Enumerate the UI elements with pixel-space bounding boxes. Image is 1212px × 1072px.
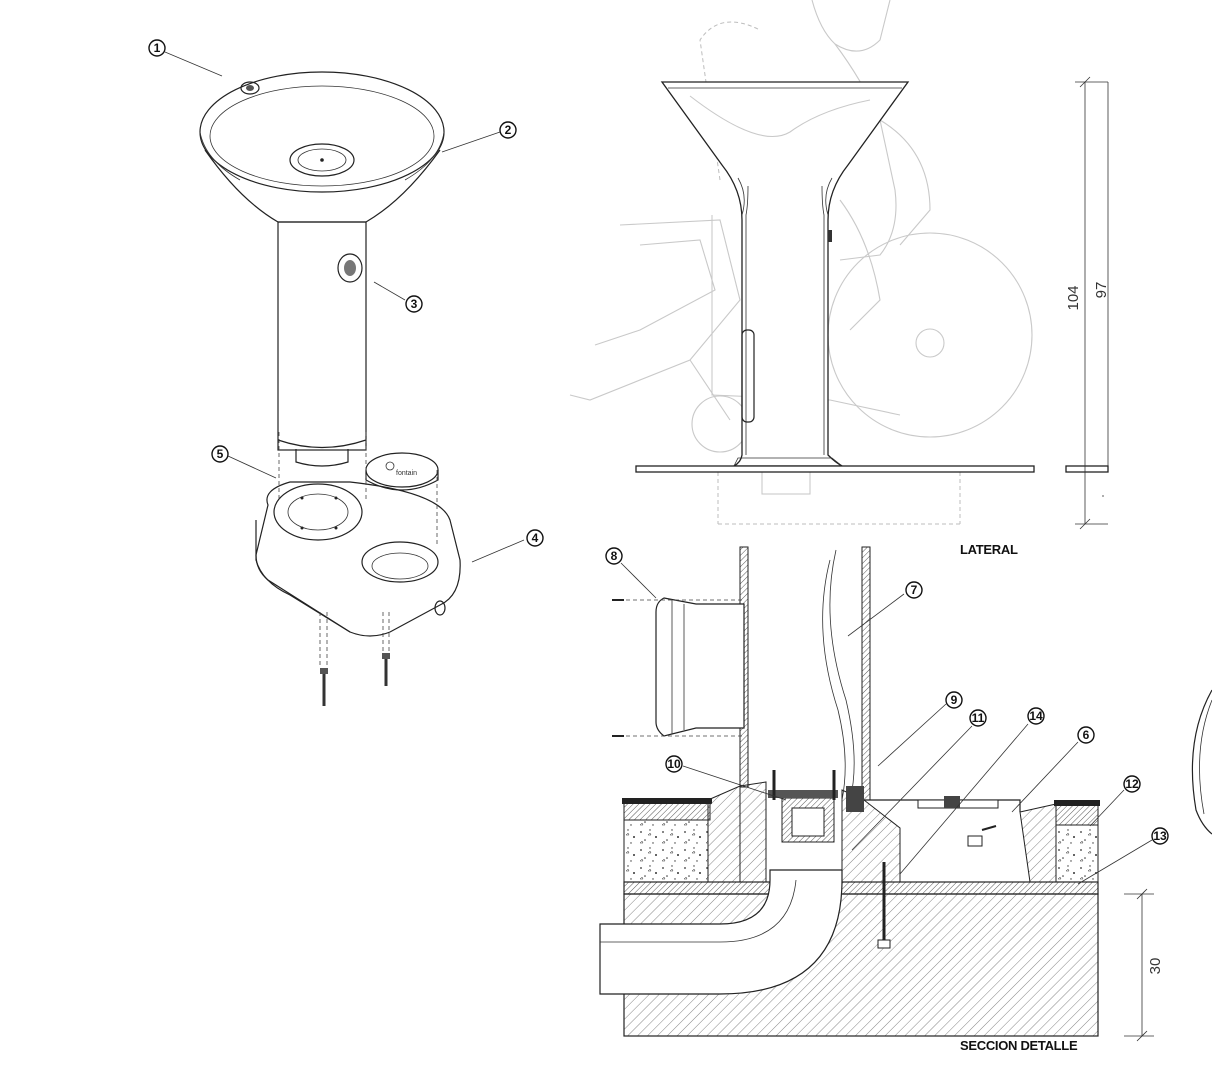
callout-4: 4: [526, 529, 544, 547]
fountain-bowl: [199, 71, 445, 223]
dimension-depth: 30: [1147, 958, 1164, 975]
base-layer: [623, 881, 1099, 895]
callout-1: 1: [148, 39, 166, 57]
dimension-overall: 104: [1065, 285, 1082, 310]
callout-6-label: 6: [1083, 728, 1090, 742]
callout-13-label: 13: [1153, 829, 1167, 843]
callout-10-label: 10: [667, 757, 681, 771]
svg-text:fontain: fontain: [396, 470, 417, 477]
fountain-pole: [277, 221, 367, 467]
callout-2-label: 2: [505, 123, 512, 137]
concrete-fill-left: [623, 819, 709, 883]
callout-7: 7: [905, 581, 923, 599]
lateral-ground-line: [635, 465, 1109, 473]
callout-8-label: 8: [611, 549, 618, 563]
callout-8: 8: [605, 547, 623, 565]
callout-9-label: 9: [951, 693, 958, 707]
anchor-bolts: [320, 653, 390, 706]
callout-14: 14: [1027, 707, 1045, 725]
callout-9: 9: [945, 691, 963, 709]
callout-3-label: 3: [411, 297, 418, 311]
lateral-dimensions: [1075, 76, 1109, 530]
callout-14-label: 14: [1029, 709, 1043, 723]
lateral-view: [569, 0, 1109, 530]
callout-10: 10: [665, 755, 683, 773]
dimension-height: 97: [1093, 282, 1110, 299]
callout-2: 2: [499, 121, 517, 139]
callout-5-label: 5: [217, 447, 224, 461]
callout-12-label: 12: [1125, 777, 1139, 791]
callout-7-label: 7: [911, 583, 918, 597]
section-detail-view: [599, 546, 1212, 1042]
callout-6: 6: [1077, 726, 1095, 744]
callout-11: 11: [969, 709, 987, 727]
callout-13: 13: [1151, 827, 1169, 845]
concrete-fill-right: [1055, 824, 1099, 883]
fountain-base: [255, 481, 461, 637]
side-access-panel: [612, 597, 745, 737]
lateral-view-title: LATERAL: [960, 542, 1018, 557]
drain-pipe: [599, 869, 843, 995]
section-view-title: SECCION DETALLE: [960, 1038, 1078, 1053]
callout-3: 3: [405, 295, 423, 313]
callout-5: 5: [211, 445, 229, 463]
callout-12: 12: [1123, 775, 1141, 793]
callout-1-label: 1: [154, 41, 161, 55]
exploded-view: fontain: [164, 51, 525, 706]
callout-4-label: 4: [532, 531, 539, 545]
cap-cover: fontain: [365, 452, 439, 491]
callout-11-label: 11: [972, 711, 985, 725]
